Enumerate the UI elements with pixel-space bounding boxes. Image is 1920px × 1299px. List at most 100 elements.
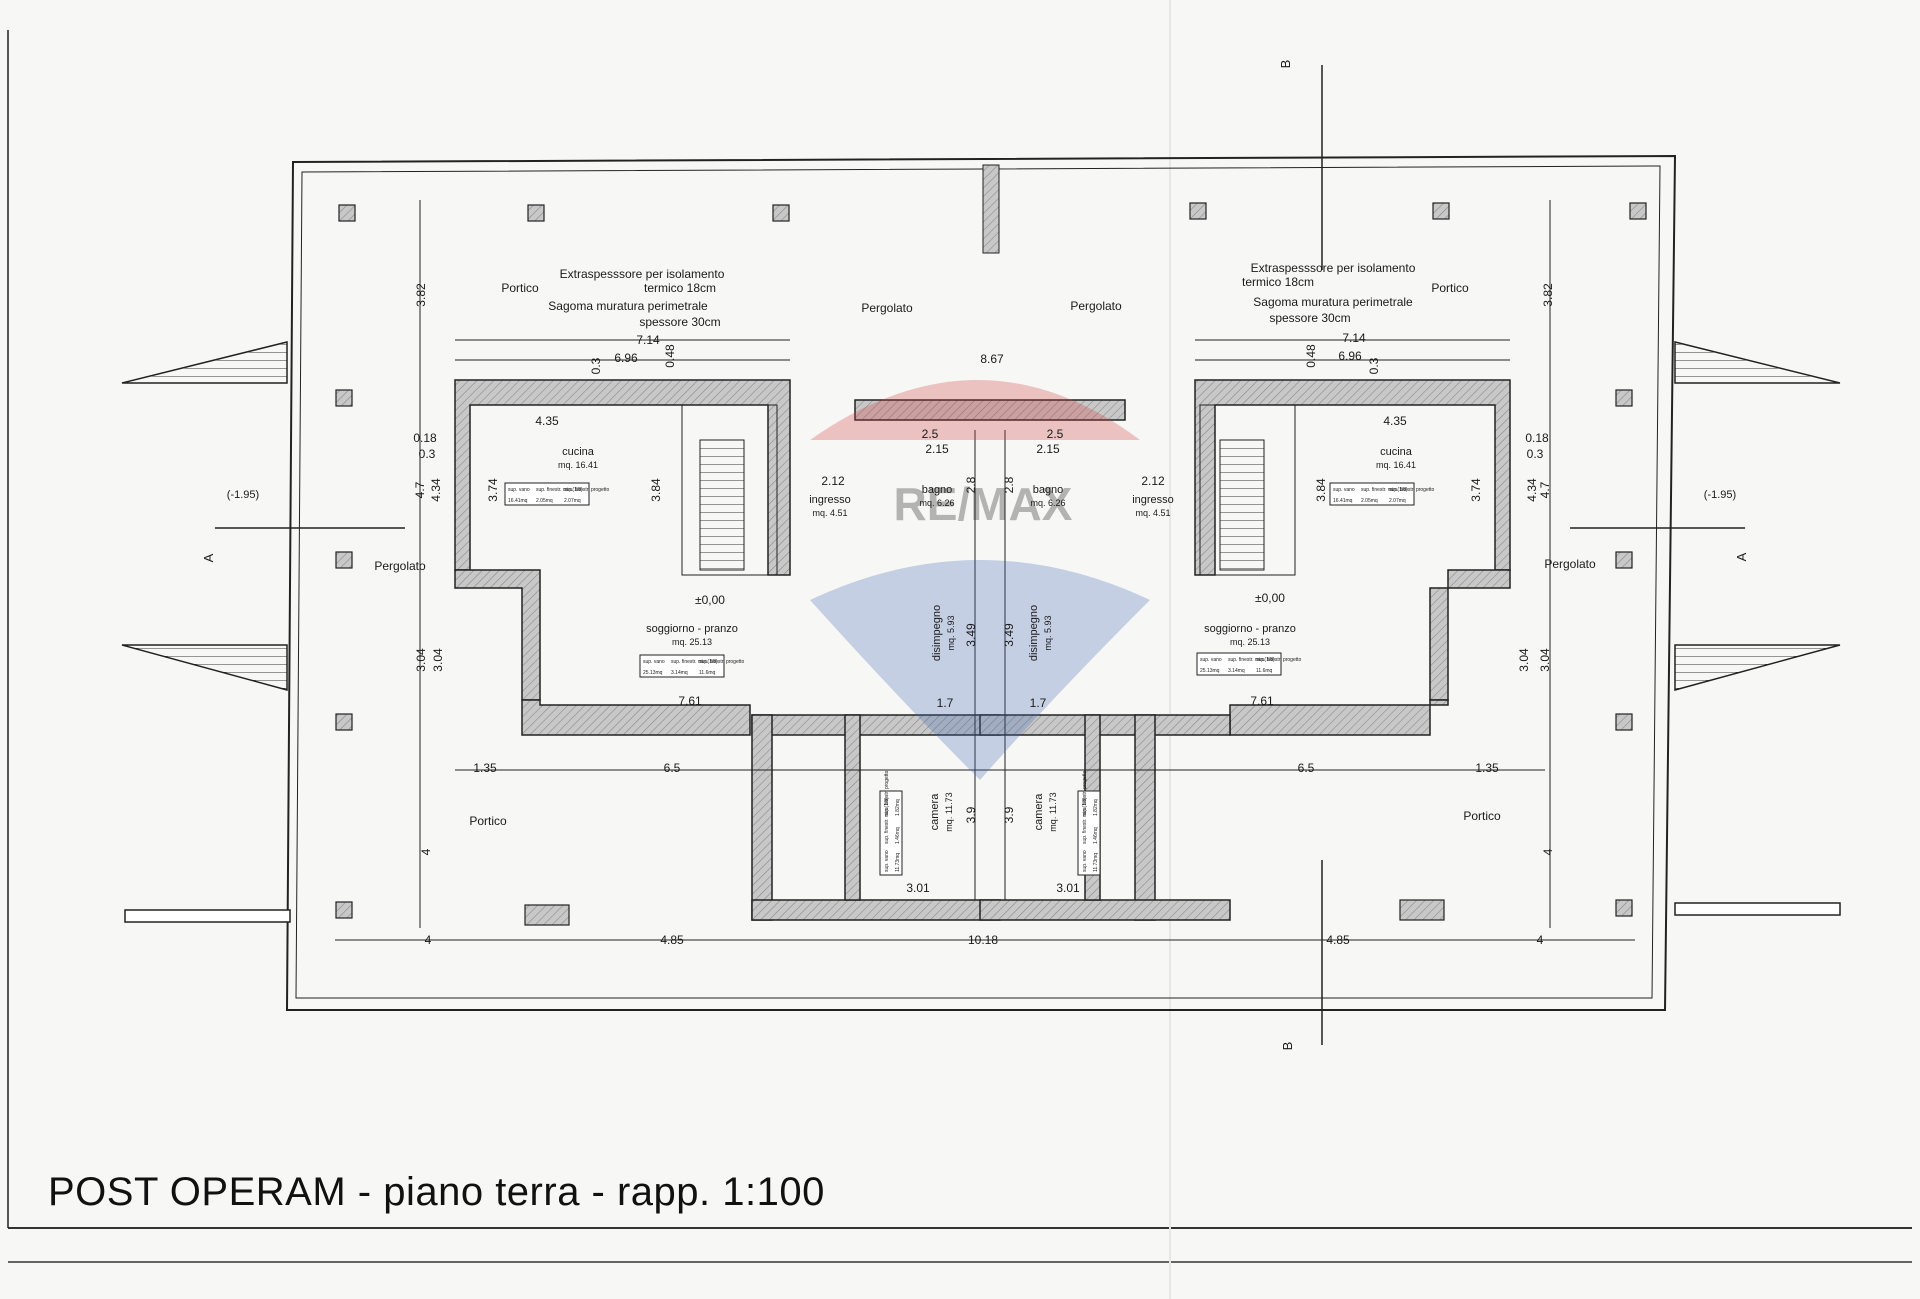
room-soggiorno: soggiorno - pranzo <box>646 623 738 635</box>
note-insulation: Extraspesssore per isolamento <box>560 267 725 281</box>
dimension-label: 3.01 <box>906 881 930 895</box>
level-exterior: (-1.95) <box>1704 489 1736 501</box>
ratio-table-cell: sup. finestr. min.(1/8) <box>1082 797 1088 844</box>
ratio-table-cell: sup. vano <box>643 659 665 665</box>
dimension-label: 0.3 <box>419 447 436 461</box>
dimension-label: 6.96 <box>1338 349 1362 363</box>
ratio-table-cell: 2.07mq <box>1389 498 1406 504</box>
dimension-label: 3.9 <box>964 806 978 823</box>
staircases <box>681 404 1296 576</box>
ratio-table-cell: 2.07mq <box>564 498 581 504</box>
dimension-label: 4 <box>1541 848 1555 855</box>
room-soggiorno-area: mq. 25.13 <box>672 637 712 647</box>
ratio-table-cell: sup. finestr. progetto <box>699 659 745 665</box>
ratio-table-cell: 1.82mq <box>895 799 901 816</box>
ratio-table-cell: sup. finestr. min.(1/8) <box>1228 657 1275 663</box>
ratio-table-cell: sup. finestr. progetto <box>564 487 610 493</box>
room-disimpegno-area: mq. 5.93 <box>946 615 956 650</box>
dimension-label: 2.5 <box>1047 427 1064 441</box>
room-bagno: bagno <box>1033 484 1064 496</box>
ratio-table-cell: sup. finestr. min.(1/8) <box>1361 487 1408 493</box>
dimension-label: 4 <box>425 933 432 947</box>
dimension-label: 6.5 <box>664 761 681 775</box>
ratio-table-cell: sup. finestr. progetto <box>1082 770 1088 816</box>
ratio-table-cell: 16.41mq <box>508 498 528 504</box>
ratio-table-cell: 2.05mq <box>1361 498 1378 504</box>
ratio-table-cell: 1.82mq <box>1093 799 1099 816</box>
dimension-label: 10.18 <box>968 933 998 947</box>
room-cucina: cucina <box>1380 446 1413 458</box>
section-marker-a: A <box>1734 552 1749 561</box>
dimension-label: 8.67 <box>980 352 1004 366</box>
dimension-label: 0.48 <box>663 344 677 368</box>
room-camera-area: mq. 11.73 <box>944 792 954 831</box>
ratio-table-cell: sup. vano <box>1082 850 1088 872</box>
room-ingresso-area: mq. 4.51 <box>1135 508 1170 518</box>
party-wall-top <box>982 164 1000 254</box>
dimension-label: 2.15 <box>1036 442 1060 456</box>
dimension-label: 0.18 <box>413 431 437 445</box>
dimension-lines <box>335 200 1635 941</box>
room-disimpegno-area: mq. 5.93 <box>1043 615 1053 650</box>
note-masonry: Sagoma muratura perimetrale <box>548 299 708 313</box>
ratio-table-cell: 1.46mq <box>1093 827 1099 844</box>
dimension-label: 4.35 <box>535 414 559 428</box>
drawing-caption: POST OPERAM - piano terra - rapp. 1:100 <box>48 1170 825 1214</box>
dimension-label: 3.49 <box>964 623 978 647</box>
dimension-label: 6.5 <box>1298 761 1315 775</box>
dimension-label: 3.04 <box>431 648 445 672</box>
room-cucina: cucina <box>562 446 595 458</box>
room-ingresso: ingresso <box>809 494 851 506</box>
lot-outline <box>285 154 1677 1011</box>
watermark <box>810 380 1150 780</box>
dimension-label: 3.04 <box>1538 648 1552 672</box>
room-ingresso: ingresso <box>1132 494 1174 506</box>
dimension-label: 3.74 <box>1469 478 1483 502</box>
section-lines <box>215 65 1745 1045</box>
room-ingresso-area: mq. 4.51 <box>812 508 847 518</box>
ratio-table-cell: 3.14mq <box>671 670 688 676</box>
ratio-table-cell: 25.13mq <box>643 670 663 676</box>
note-insulation: termico 18cm <box>1242 275 1314 289</box>
dimension-label: 0.3 <box>1527 447 1544 461</box>
section-marker-b: B <box>1280 1042 1295 1051</box>
dimension-label: 7.61 <box>1250 694 1274 708</box>
dimension-label: 1.7 <box>937 696 954 710</box>
dimension-label: 3.84 <box>1314 478 1328 502</box>
ratio-table-cell: 11.6mq <box>1256 668 1273 674</box>
ratio-table-cell: sup. vano <box>1200 657 1222 663</box>
dimension-label: 4.7 <box>413 481 427 498</box>
dimension-label: 1.7 <box>1030 696 1047 710</box>
room-disimpegno: disimpegno <box>931 605 943 661</box>
level-floor: ±0,00 <box>1255 591 1285 605</box>
dimension-label: 2.8 <box>1002 476 1016 493</box>
dimension-label: 1.35 <box>1475 761 1499 775</box>
room-bagno-area: mq. 6.26 <box>1030 498 1065 508</box>
room-soggiorno-area: mq. 25.13 <box>1230 637 1270 647</box>
dimension-label: 4.85 <box>1326 933 1350 947</box>
room-cucina-area: mq. 16.41 <box>1376 460 1416 470</box>
level-floor: ±0,00 <box>695 593 725 607</box>
dimension-label: 4.85 <box>660 933 684 947</box>
dimension-label: 2.5 <box>922 427 939 441</box>
dimension-label: 0.18 <box>1525 431 1549 445</box>
dimension-label: 2.15 <box>925 442 949 456</box>
label-pergolato: Pergolato <box>1070 299 1122 313</box>
dimension-label: 3.04 <box>1517 648 1531 672</box>
note-insulation: Extraspesssore per isolamento <box>1251 261 1416 275</box>
dimension-label: 7.14 <box>1342 331 1366 345</box>
ratio-table-cell: sup. finestr. progetto <box>1389 487 1435 493</box>
note-masonry: spessore 30cm <box>639 315 720 329</box>
dimension-label: 6.96 <box>614 351 638 365</box>
dimension-label: 3.84 <box>649 478 663 502</box>
ratio-table-cell: 1.46mq <box>895 827 901 844</box>
ratio-table-cell: 11.73mq <box>1093 853 1099 872</box>
ratio-table-cell: sup. finestr. min.(1/8) <box>884 797 890 844</box>
section-marker-b: B <box>1278 60 1293 69</box>
dimension-label: 2.12 <box>821 474 845 488</box>
